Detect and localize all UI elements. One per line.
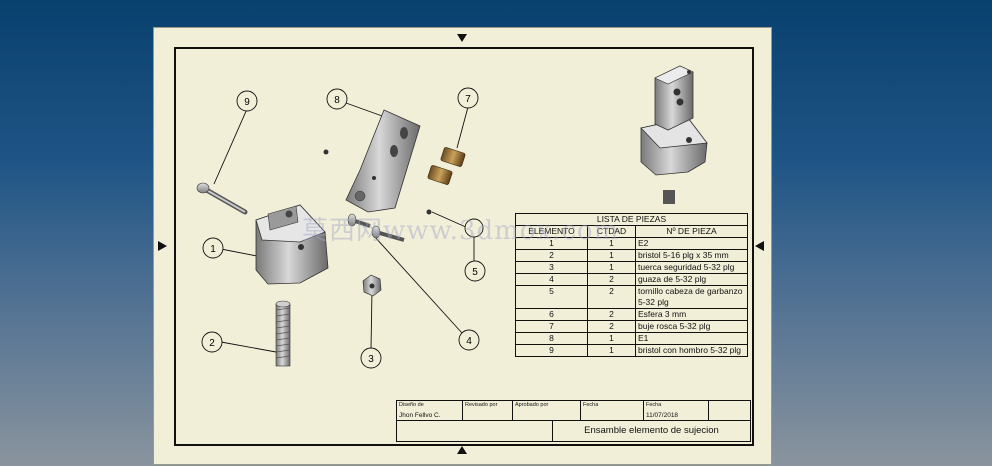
balloon-8: 8 xyxy=(326,88,348,110)
parts-list-cell-item: 8 xyxy=(515,332,588,345)
parts-list-cell-qty: 1 xyxy=(587,344,636,357)
watermark-text: 莫西网www.3dmox.com xyxy=(302,216,620,246)
svg-text:7: 7 xyxy=(465,94,471,105)
tb-date-2: Fecha 11/07/2018 xyxy=(643,400,709,421)
svg-text:3: 3 xyxy=(368,354,374,365)
parts-list-cell-part: Esfera 3 mm xyxy=(635,308,748,321)
part-5-button-screws xyxy=(347,213,405,242)
parts-list-cell-qty: 1 xyxy=(587,332,636,345)
parts-list-cell-qty: 2 xyxy=(587,320,636,333)
tb-designed: Diseño de Jhon Fellvo C. xyxy=(396,400,463,421)
balloon-6-circle xyxy=(464,218,484,238)
balloon-5: 5 xyxy=(464,260,486,282)
parts-list-cell-item: 4 xyxy=(515,273,588,286)
parts-list-cell-item: 2 xyxy=(515,249,588,262)
parts-list-cell-part: buje rosca 5-32 plg xyxy=(635,320,748,333)
part-3-lock-nut xyxy=(362,274,382,297)
parts-list-cell-qty: 2 xyxy=(587,308,636,321)
part-2-threaded-rod xyxy=(275,300,291,367)
part-6-sphere xyxy=(323,149,329,155)
parts-list-cell-part: tuerca seguridad 5-32 plg xyxy=(635,261,748,274)
left-center-mark xyxy=(158,241,167,251)
balloon-3: 3 xyxy=(360,347,382,369)
tb-blank-2 xyxy=(396,420,553,442)
parts-list-cell-qty: 2 xyxy=(587,285,636,309)
right-center-mark xyxy=(755,241,764,251)
svg-text:4: 4 xyxy=(466,336,472,347)
drawing-border xyxy=(174,47,754,446)
svg-text:9: 9 xyxy=(244,97,250,108)
part-9-shoulder-screw xyxy=(196,182,248,215)
assembled-isometric-view xyxy=(640,65,708,204)
top-center-mark xyxy=(457,34,467,42)
parts-list-cell-part: E2 xyxy=(635,237,748,250)
tb-approved: Aprobado por xyxy=(512,400,581,421)
bottom-center-mark xyxy=(457,446,467,454)
part-7-bushings xyxy=(427,147,466,185)
tb-blank xyxy=(708,400,751,421)
parts-list-cell-item: 5 xyxy=(515,285,588,309)
parts-list-cell-qty: 1 xyxy=(587,249,636,262)
parts-list-cell-item: 3 xyxy=(515,261,588,274)
balloon-1: 1 xyxy=(202,237,224,259)
svg-text:8: 8 xyxy=(334,95,340,106)
svg-text:5: 5 xyxy=(472,267,478,278)
svg-text:2: 2 xyxy=(209,338,215,349)
balloon-9: 9 xyxy=(236,90,258,112)
parts-list-cell-part: tornillo cabeza de garbanzo 5-32 plg xyxy=(635,285,748,309)
parts-list-header: Nº DE PIEZA xyxy=(635,225,748,238)
parts-list-cell-item: 9 xyxy=(515,344,588,357)
part-8-arm xyxy=(345,109,421,213)
parts-list-cell-item: 7 xyxy=(515,320,588,333)
title-block: Diseño de Jhon Fellvo C. Revisado por Ap… xyxy=(396,400,751,442)
parts-list-cell-part: bristol con hombro 5-32 plg xyxy=(635,344,748,357)
balloon-4: 4 xyxy=(458,329,480,351)
parts-list-cell-part: E1 xyxy=(635,332,748,345)
part-1-base-block xyxy=(255,204,329,285)
balloon-2: 2 xyxy=(201,331,223,353)
parts-list-cell-item: 6 xyxy=(515,308,588,321)
parts-list-cell-qty: 1 xyxy=(587,261,636,274)
drawing-title: Ensamble elemento de sujecion xyxy=(552,420,751,442)
parts-list-cell-part: guaza de 5-32 plg xyxy=(635,273,748,286)
part-6-sphere-2 xyxy=(426,209,432,215)
balloon-7: 7 xyxy=(457,87,479,109)
tb-reviewed: Revisado por xyxy=(462,400,513,421)
svg-text:1: 1 xyxy=(210,244,216,255)
parts-list-cell-qty: 2 xyxy=(587,273,636,286)
tb-date-1: Fecha xyxy=(580,400,644,421)
parts-list-cell-part: bristol 5-16 plg x 35 mm xyxy=(635,249,748,262)
